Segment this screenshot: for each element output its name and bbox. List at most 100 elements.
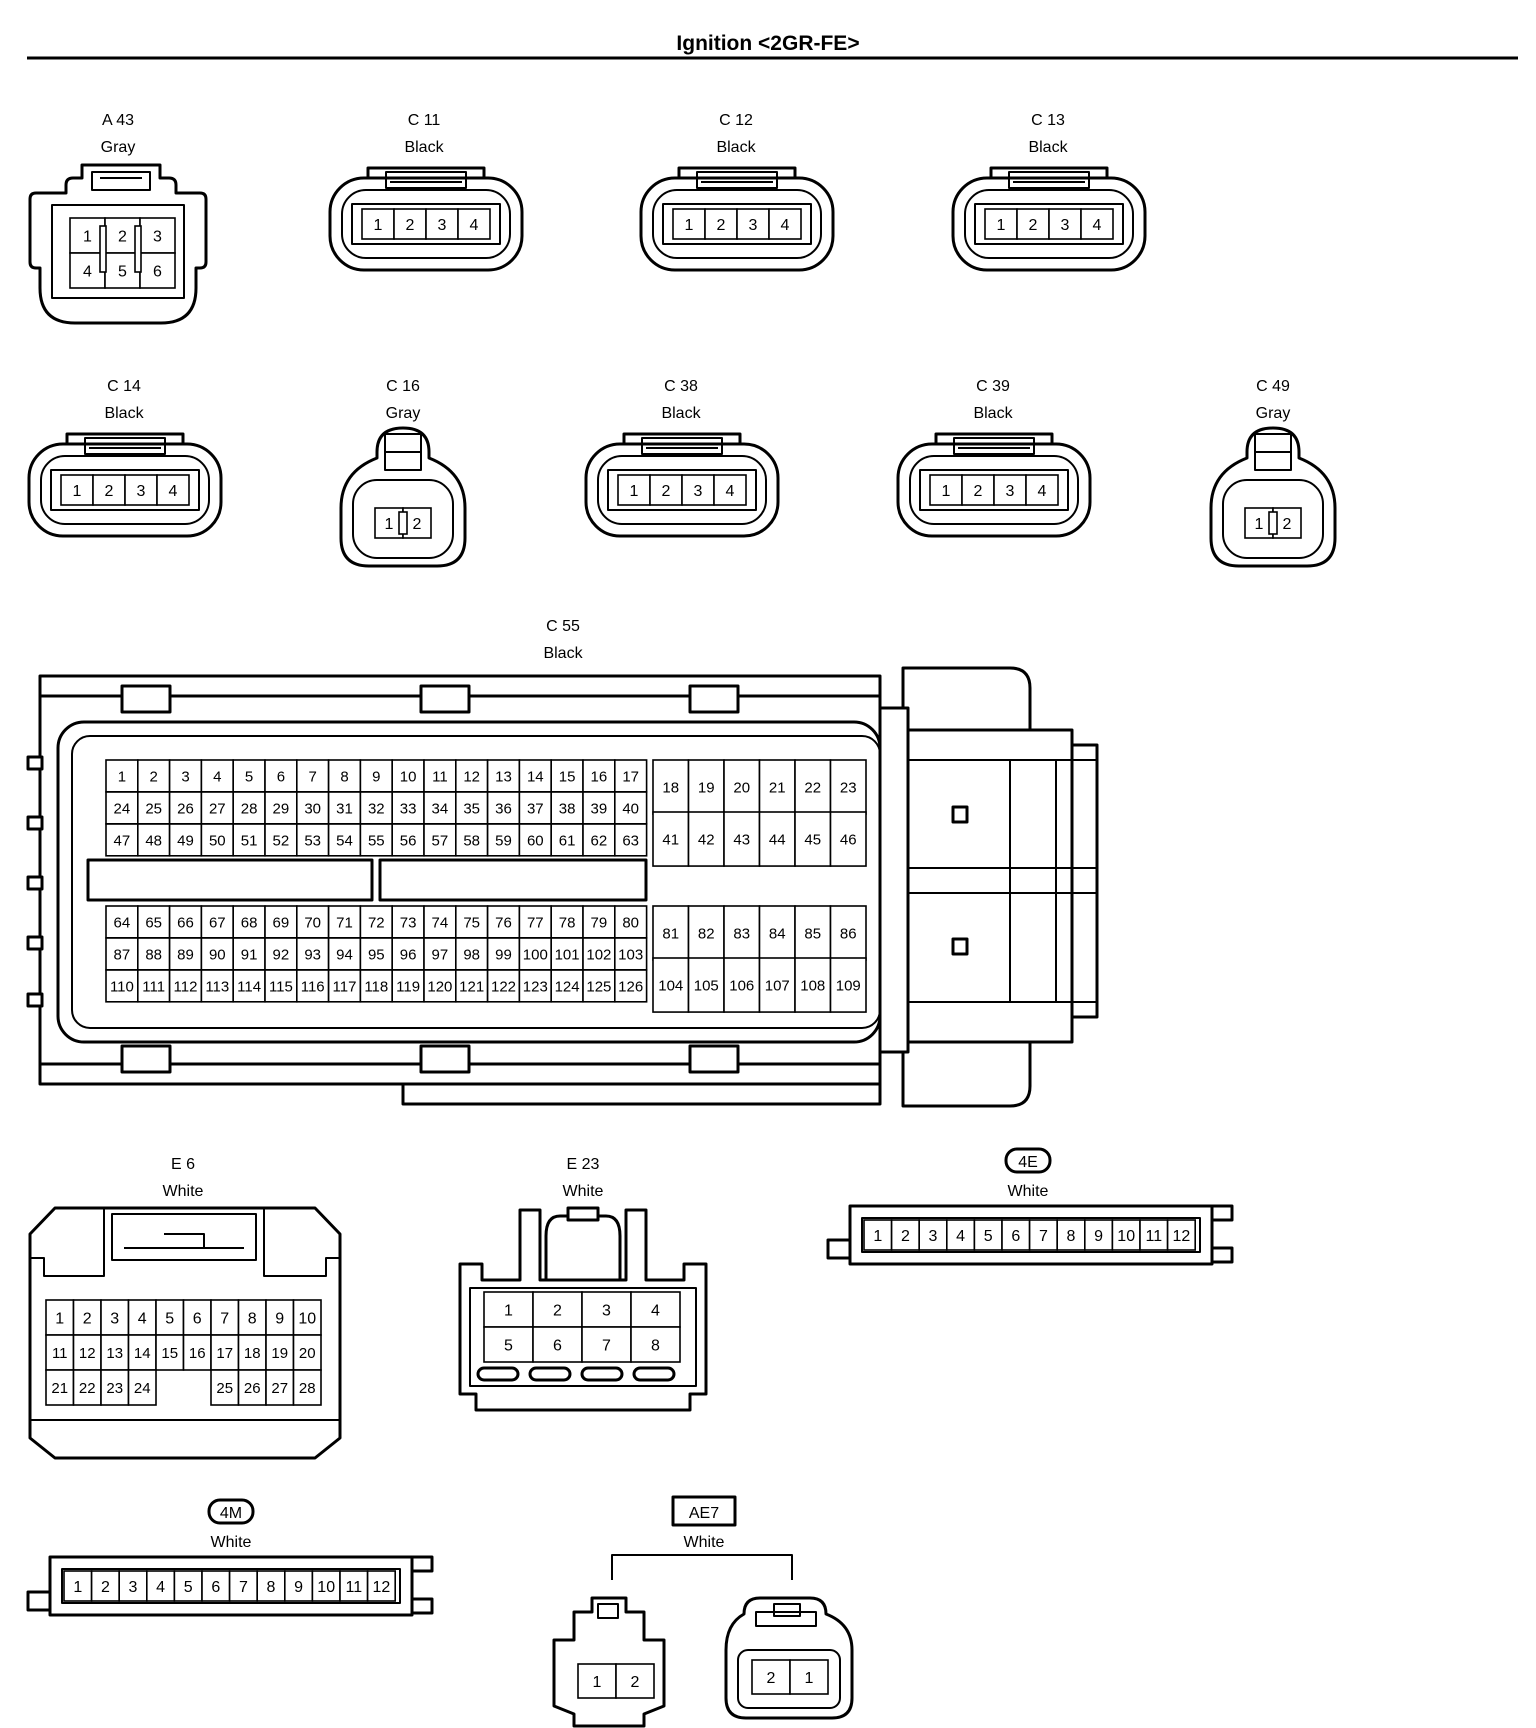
pin: 120 — [423, 969, 457, 1003]
connector-housing — [339, 426, 467, 568]
connector-code: E 6 — [171, 1156, 195, 1173]
pin: 1 — [483, 1291, 534, 1328]
pin: 4 — [945, 1219, 976, 1251]
pin: 118 — [359, 969, 393, 1003]
pin-number: 4 — [169, 483, 178, 500]
pin-number: 124 — [555, 978, 580, 995]
pin-number: 87 — [114, 946, 131, 963]
pin-number: 38 — [559, 800, 576, 817]
pin-cell — [228, 1570, 259, 1602]
pin-number: 14 — [134, 1345, 151, 1362]
pin-cell — [156, 474, 190, 506]
pin: 5 — [173, 1570, 203, 1602]
pin-number: 8 — [267, 1579, 276, 1596]
pin-cell — [582, 823, 616, 857]
pin-cell — [454, 823, 489, 857]
connector-code: C 14 — [107, 378, 141, 395]
pin: 102 — [582, 937, 616, 971]
pin: 4 — [457, 208, 491, 240]
connector-code: E 23 — [567, 1156, 600, 1173]
pin-number: 21 — [51, 1380, 68, 1397]
pin: 4 — [768, 208, 802, 240]
connector-color: Black — [404, 139, 444, 156]
pin-number: 7 — [309, 768, 317, 785]
connector-code: C 38 — [664, 378, 698, 395]
connector-code-badge — [1004, 1147, 1052, 1174]
pin-number: 83 — [733, 925, 750, 942]
pin: 7 — [1028, 1219, 1058, 1251]
pin: 12 — [1166, 1219, 1196, 1251]
pin-number: 4 — [956, 1228, 965, 1245]
pin: 32 — [359, 791, 393, 825]
connector-color: White — [563, 1183, 604, 1200]
connector-code: C 13 — [1031, 112, 1065, 129]
connector-code: C 12 — [719, 112, 753, 129]
pin-number: 10 — [400, 768, 417, 785]
pin-number: 18 — [662, 779, 679, 796]
pin: 4 — [156, 474, 190, 506]
pin-cell — [687, 811, 725, 867]
pin-cell — [393, 208, 427, 240]
pin-number: 1 — [83, 228, 92, 245]
pin: 6 — [201, 1570, 231, 1602]
pin-number: 95 — [368, 946, 385, 963]
pin-cell — [137, 969, 171, 1003]
pin-number: 20 — [733, 779, 750, 796]
pin-cell — [232, 969, 266, 1003]
pin: 1 — [577, 1663, 617, 1699]
pin-number: 91 — [241, 946, 258, 963]
pin: 13 — [100, 1334, 130, 1371]
pin-cell — [311, 1570, 341, 1602]
connector-color: Black — [661, 405, 701, 422]
pin-cell — [423, 969, 457, 1003]
pin-number: 1 — [73, 1579, 82, 1596]
pin-cell — [423, 823, 457, 857]
pin: 99 — [486, 937, 521, 971]
connector-housing-right — [724, 1596, 854, 1720]
pin: 4 — [200, 759, 234, 793]
pin-cell — [295, 937, 330, 971]
pin-number: 104 — [658, 977, 683, 994]
pin: 4 — [69, 252, 106, 289]
pin: 25 — [137, 791, 171, 825]
pin-number: 3 — [153, 228, 162, 245]
pin: 63 — [613, 823, 648, 857]
pin-cell — [613, 759, 648, 793]
pin-number: 9 — [275, 1310, 284, 1327]
pin: 5 — [155, 1299, 185, 1336]
pin-cell — [794, 957, 832, 1013]
pin: 28 — [292, 1369, 322, 1406]
pin-number: 1 — [73, 483, 82, 500]
pin: 4 — [146, 1570, 176, 1602]
pin-cell — [210, 1299, 240, 1336]
pin-number: 1 — [55, 1310, 64, 1327]
pin: 79 — [582, 905, 616, 939]
pin: 18 — [237, 1334, 267, 1371]
pin-number: 12 — [463, 768, 480, 785]
pin: 113 — [200, 969, 234, 1003]
pin-number: 65 — [145, 914, 162, 931]
pin: 1 — [863, 1219, 893, 1251]
pin-number: 31 — [336, 800, 353, 817]
pin: 61 — [550, 823, 584, 857]
pin: 31 — [327, 791, 362, 825]
pin-number: 115 — [269, 978, 293, 995]
pin-number: 1 — [873, 1228, 882, 1245]
pin-number: 24 — [114, 800, 131, 817]
pin: 47 — [105, 823, 139, 857]
pin: 4 — [630, 1291, 681, 1328]
pin-number: 10 — [317, 1579, 335, 1596]
pin-number: 16 — [591, 768, 608, 785]
pin: 101 — [550, 937, 584, 971]
pin: 7 — [295, 759, 330, 793]
pin-number: 43 — [733, 831, 750, 848]
pin-cell — [713, 474, 747, 506]
pin-number: 44 — [769, 831, 786, 848]
pin-number: 2 — [974, 483, 983, 500]
